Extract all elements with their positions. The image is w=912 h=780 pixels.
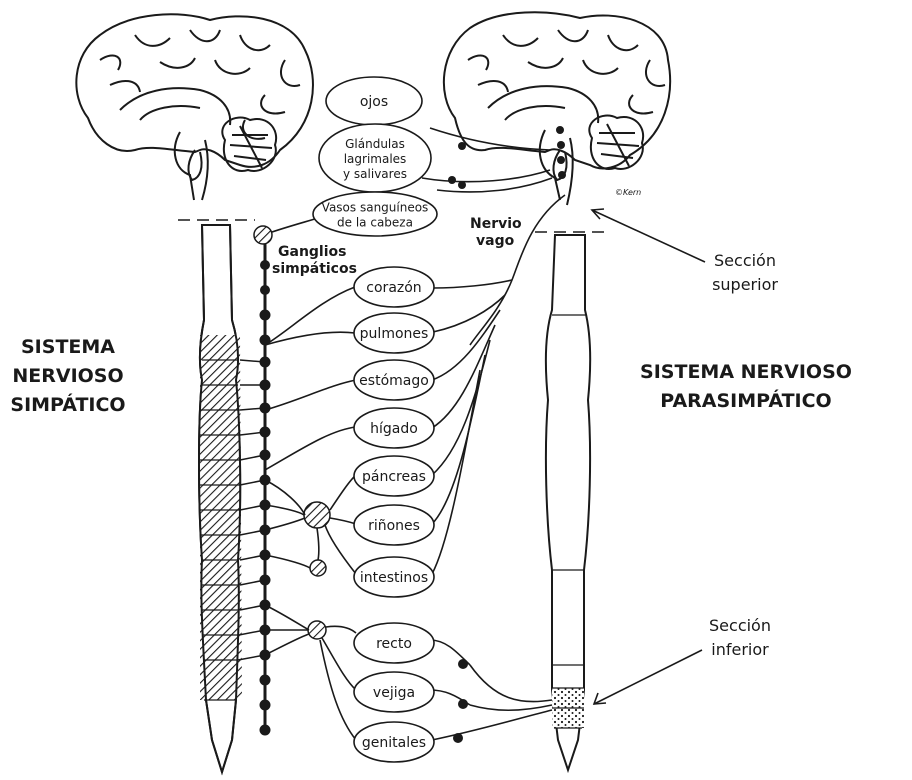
lower-section-label: inferior: [711, 640, 769, 659]
organ-rinones: riñones: [354, 505, 434, 545]
vagus-label: vago: [476, 233, 515, 249]
vagus-label: Nervio: [470, 216, 522, 232]
upper-section-label: Sección: [714, 251, 776, 270]
sympathetic-heading-line: SIMPÁTICO: [10, 393, 125, 416]
organ-label: Vasos sanguíneos: [322, 201, 429, 215]
parasympathetic-heading: SISTEMA NERVIOSO PARASIMPÁTICO: [640, 361, 852, 412]
organ-label: ojos: [360, 94, 388, 110]
left-brain-illustration: [76, 14, 313, 200]
ganglia-label: simpáticos: [272, 261, 357, 277]
organ-pulmones: pulmones: [354, 313, 434, 353]
ganglia-label: Ganglios: [278, 244, 346, 260]
organ-label: y salivares: [343, 167, 407, 181]
organ-ojos: ojos: [326, 77, 422, 125]
organ-label: genitales: [362, 735, 426, 751]
left-spinal-cord: [199, 225, 242, 772]
organ-label: riñones: [368, 518, 420, 534]
organ-label: páncreas: [362, 469, 426, 485]
right-brain-illustration: ©Kern: [444, 12, 670, 205]
right-spinal-cord: [546, 235, 590, 770]
organ-label: pulmones: [360, 326, 429, 342]
lower-section-label: Sección: [709, 616, 771, 635]
organ-label: de la cabeza: [337, 216, 413, 230]
organ-label: hígado: [370, 421, 418, 437]
sympathetic-fibers: [265, 218, 356, 740]
svg-text:©Kern: ©Kern: [615, 188, 641, 197]
organ-higado: hígado: [354, 408, 434, 448]
organ-label: corazón: [366, 280, 421, 296]
parasympathetic-heading-line: PARASIMPÁTICO: [660, 389, 831, 412]
organ-intestinos: intestinos: [354, 557, 434, 597]
organ-recto: recto: [354, 623, 434, 663]
parasympathetic-heading-line: SISTEMA NERVIOSO: [640, 361, 852, 383]
sympathetic-heading-line: SISTEMA: [21, 336, 115, 358]
organ-label: estómago: [359, 373, 429, 389]
organ-estomago: estómago: [354, 360, 434, 400]
organ-corazon: corazón: [354, 267, 434, 307]
sympathetic-heading-line: NERVIOSO: [12, 365, 123, 387]
section-arrows: [592, 209, 705, 704]
organ-label: Glándulas: [345, 137, 405, 151]
organ-genitales: genitales: [354, 722, 434, 762]
organ-label: recto: [376, 636, 412, 652]
sympathetic-heading: SISTEMA NERVIOSO SIMPÁTICO: [10, 336, 125, 416]
organ-vejiga: vejiga: [354, 672, 434, 712]
collateral-ganglia: [304, 502, 330, 639]
organ-label: intestinos: [360, 570, 428, 586]
organ-pancreas: páncreas: [354, 456, 434, 496]
organ-label: vejiga: [373, 685, 415, 701]
organ-label: lagrimales: [344, 152, 407, 166]
upper-section-label: superior: [712, 275, 778, 294]
